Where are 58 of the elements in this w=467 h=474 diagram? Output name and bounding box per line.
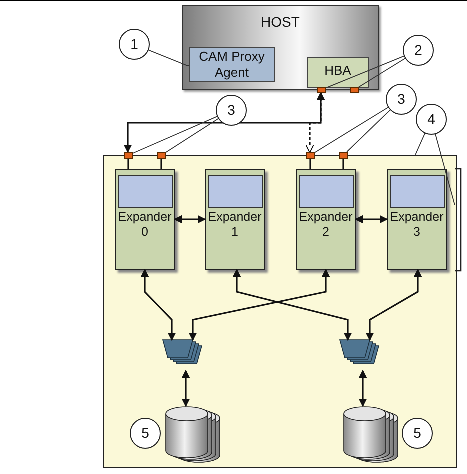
port-connector [339, 152, 348, 159]
leader-line [416, 133, 426, 156]
port-connector [306, 152, 315, 159]
enclosure-box [103, 155, 457, 468]
hba-box [307, 57, 369, 88]
connector-line [128, 159, 130, 169]
callout-circle [403, 35, 434, 66]
callout-number: 3 [226, 102, 236, 118]
agent-box [189, 47, 275, 82]
expander-box [296, 169, 356, 270]
arrow [306, 93, 322, 154]
port-connector [157, 152, 166, 159]
leader-line [314, 107, 389, 154]
arrow [232, 269, 352, 341]
port-connector [350, 87, 359, 93]
leader-line [148, 50, 190, 66]
expander-box [205, 169, 265, 270]
arrow [124, 92, 326, 153]
arrow [182, 370, 190, 407]
arrow [358, 370, 368, 407]
callout-number: 3 [396, 91, 406, 107]
connector-line [310, 159, 312, 169]
leader-line [435, 134, 456, 206]
arrow [174, 215, 206, 224]
expander-box [115, 169, 175, 270]
leader-line [358, 58, 406, 88]
leader-line [132, 116, 218, 154]
callout-circle [402, 418, 433, 449]
node-label: HBA [324, 63, 352, 78]
callout-circle [130, 418, 161, 449]
callout-circle [216, 95, 247, 126]
arrow [355, 215, 388, 224]
node-label: CAM Proxy Agent [198, 49, 266, 81]
connector-line [160, 159, 162, 169]
leader-line [166, 118, 219, 154]
node-label: HOST [260, 14, 301, 30]
callout-number: 5 [412, 425, 422, 441]
node-label: Expander 0 [117, 210, 173, 240]
leader-line [346, 110, 391, 152]
port-connector [317, 87, 326, 93]
node-label: Expander 1 [207, 210, 263, 240]
host-box [182, 5, 379, 90]
arrow [188, 269, 330, 341]
leader-line [326, 56, 405, 89]
callout-number: 1 [130, 36, 140, 52]
node-label: Expander 2 [298, 210, 354, 240]
port-connector [124, 152, 133, 159]
callout-number: 4 [426, 111, 436, 127]
arrow [366, 269, 422, 341]
callout-circle [119, 29, 150, 60]
callout-circle [416, 104, 447, 135]
connector-line [342, 159, 344, 169]
node-label: Expander 3 [389, 210, 445, 240]
callout-circle [386, 84, 417, 115]
callout-number: 2 [414, 42, 424, 58]
callout-number: 5 [140, 425, 150, 441]
arrow [140, 269, 176, 341]
expander-box [387, 169, 447, 270]
